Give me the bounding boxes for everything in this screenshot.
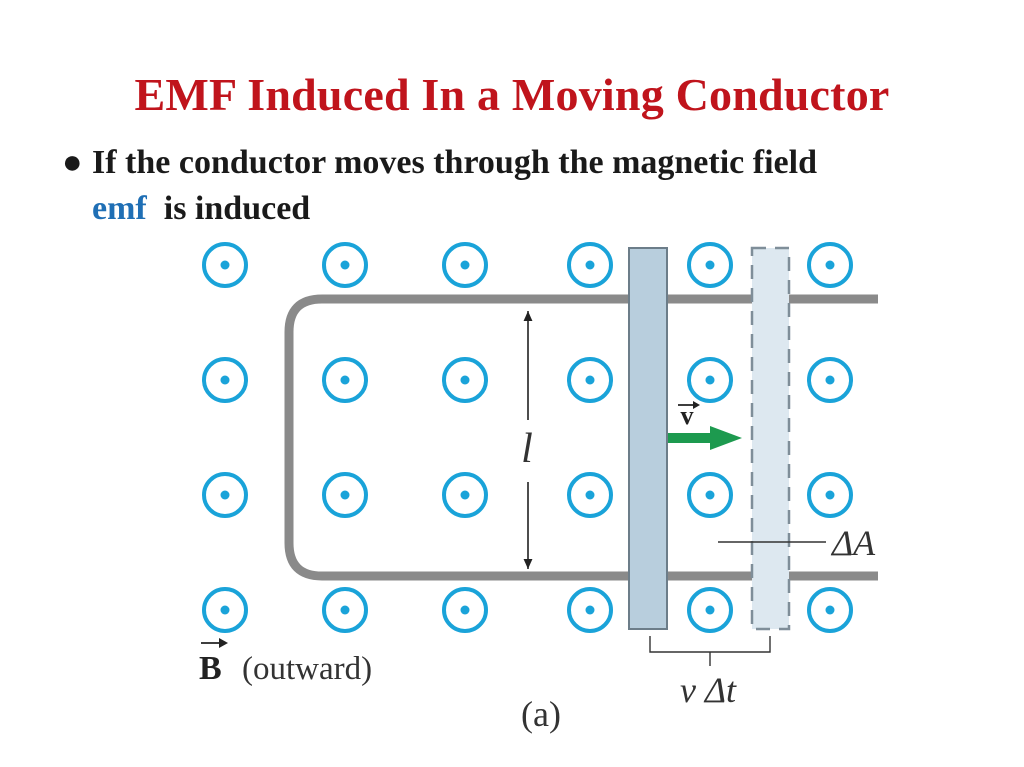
field-outward-dot [460,375,470,385]
field-outward-icon [202,472,248,518]
bullet-line-2: emf is induced [92,186,310,232]
field-outward-icon [202,242,248,288]
field-outward-dot [220,605,230,615]
field-outward-icon [687,357,733,403]
bullet-text-2: is induced [163,190,311,227]
field-outward-dot [825,375,835,385]
length-label: l [521,426,533,472]
field-outward-dot [705,490,715,500]
field-direction-label: (outward) [242,651,372,687]
field-outward-icon [807,357,853,403]
field-outward-dot [585,375,595,385]
field-outward-icon [322,357,368,403]
field-outward-dot [705,605,715,615]
field-outward-dot [825,260,835,270]
field-outward-icon [807,242,853,288]
velocity-vector-bar-tip [693,401,700,409]
field-outward-dot [220,260,230,270]
velocity-arrow-head [710,426,742,450]
velocity-label: v [681,401,694,430]
field-outward-dot [585,260,595,270]
field-vector-bar-tip [219,638,228,648]
displacement-label: v Δt [680,670,737,710]
length-label-bg [506,420,550,482]
field-outward-dot [585,605,595,615]
field-outward-icon [202,587,248,633]
bullet-text-1: If the conductor moves through the magne… [92,144,817,181]
field-outward-dot [585,490,595,500]
magnetic-field-symbols [202,242,853,633]
field-symbol-label: B [199,650,222,687]
field-outward-icon [442,472,488,518]
field-outward-dot [705,260,715,270]
field-outward-icon [567,242,613,288]
bullet-line-1: ●If the conductor moves through the magn… [62,140,817,186]
field-outward-icon [687,472,733,518]
field-outward-dot [705,375,715,385]
field-outward-icon [322,472,368,518]
field-outward-dot [340,605,350,615]
field-outward-dot [340,260,350,270]
field-outward-dot [340,490,350,500]
field-outward-icon [322,587,368,633]
panel-label: (a) [521,694,561,734]
field-outward-dot [825,605,835,615]
field-outward-icon [322,242,368,288]
field-outward-icon [567,472,613,518]
field-outward-dot [220,490,230,500]
field-outward-dot [825,490,835,500]
field-outward-dot [340,375,350,385]
conducting-rod-later-position [750,246,791,631]
u-shaped-rail [284,294,878,581]
field-outward-dot [460,260,470,270]
field-outward-icon [202,357,248,403]
field-outward-icon [807,472,853,518]
area-label: ΔA [830,523,876,563]
field-outward-icon [567,587,613,633]
slide-title: EMF Induced In a Moving Conductor [134,69,890,120]
field-outward-icon [687,242,733,288]
field-outward-icon [442,242,488,288]
bullet-dot: ● [62,144,83,181]
field-outward-icon [807,587,853,633]
field-outward-dot [220,375,230,385]
emf-keyword: emf [92,190,147,227]
conducting-rod [628,247,668,630]
field-outward-icon [687,587,733,633]
field-outward-icon [442,587,488,633]
field-outward-dot [460,490,470,500]
field-outward-icon [442,357,488,403]
field-outward-icon [567,357,613,403]
field-outward-dot [460,605,470,615]
displacement-bracket [649,636,771,666]
